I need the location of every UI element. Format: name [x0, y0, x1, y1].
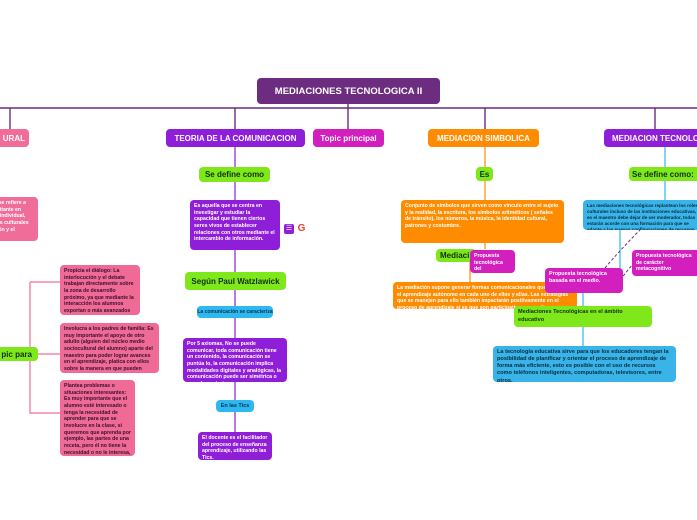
note-icon[interactable]: ☰ [284, 223, 294, 234]
docente-node[interactable]: El docente es el facilitador del proceso… [198, 432, 272, 460]
teoria-icons: ☰ G [284, 223, 307, 234]
propuesta-aprendizaje[interactable]: Propuesta tecnológica del aprendizaje. [470, 250, 515, 273]
mediacion-text[interactable]: La mediación supone generar formas comun… [393, 282, 577, 309]
segun-watzlawick[interactable]: Según Paul Watzlawick [185, 272, 286, 290]
tecnologica-se-define[interactable]: Se define como: [629, 167, 697, 181]
propuesta-medio[interactable]: Propuesta tecnológica basada en el medio… [545, 268, 623, 293]
simbolica-header[interactable]: MEDIACION SIMBOLICA [428, 129, 539, 147]
tecnologicas-ambito[interactable]: Mediaciones Tecnológicas en el ámbito ed… [514, 306, 652, 327]
simbolica-definition[interactable]: Conjunto de símbolos que sirven como vín… [401, 200, 564, 243]
comunicacion-caracteriza[interactable]: La comunicación se caracteriza [197, 306, 273, 318]
problems-card[interactable]: Plantea problemas o situaciones interesa… [60, 380, 135, 456]
topic-para[interactable]: pic para [0, 347, 38, 361]
teoria-se-define[interactable]: Se define como [199, 167, 270, 182]
teoria-definition[interactable]: Es aquella que se centra en investigar y… [190, 200, 280, 250]
tecnologica-definition[interactable]: Las mediaciones tecnológicas replantean … [583, 200, 697, 230]
root-topic[interactable]: MEDIACIONES TECNOLOGICA II [257, 78, 440, 104]
parents-card[interactable]: Involucra a los padres de familia: Es mu… [60, 323, 159, 373]
tecnologica-header[interactable]: MEDIACION TECNOLOGI [604, 129, 697, 147]
cultural-header[interactable]: URAL [0, 129, 29, 147]
dialogue-card[interactable]: Propicia el diálogo: La interlocución y … [60, 265, 140, 315]
topic-principal[interactable]: Topic principal [313, 129, 384, 147]
google-icon[interactable]: G [297, 223, 306, 234]
teoria-header[interactable]: TEORIA DE LA COMUNICACION [166, 129, 305, 147]
en-las-tics[interactable]: En las Tics [216, 400, 254, 412]
mediacion-label[interactable]: Mediaci [436, 249, 476, 262]
cultural-definition[interactable]: o se refiere a esitante en la individual… [0, 197, 38, 241]
propuesta-metacognitivo[interactable]: Propuesta tecnológica de carácter metaco… [632, 250, 697, 276]
axiomas-node[interactable]: Por 5 axiomas, No se puede comunicar, to… [183, 338, 287, 382]
ambito-text[interactable]: La tecnología educativa sirve para que l… [493, 346, 676, 382]
simbolica-es[interactable]: Es [476, 167, 493, 181]
